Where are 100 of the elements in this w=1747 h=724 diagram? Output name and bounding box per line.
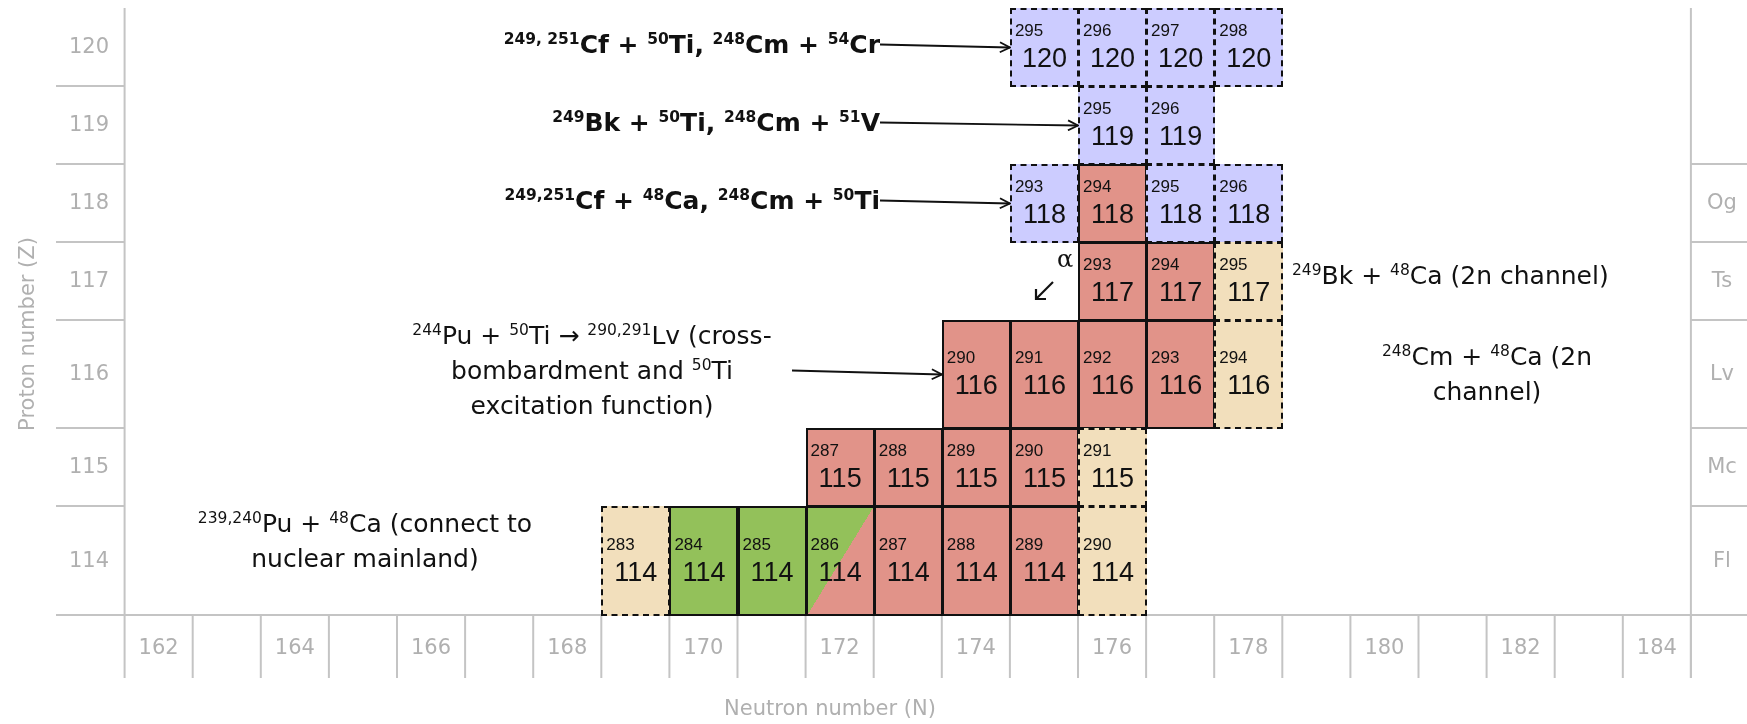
arrow xyxy=(879,197,1011,210)
mass-number: 296 xyxy=(1150,99,1180,119)
mass-number: 291 xyxy=(1082,441,1112,461)
axis-tick-label: 115 xyxy=(67,454,111,478)
reaction-note: $^{248}$Cm + $^{48}$Ca (2n channel) xyxy=(1380,340,1594,408)
element-symbol: Og xyxy=(1706,190,1738,214)
proton-number: 119 xyxy=(1091,121,1135,152)
nuclide-cell xyxy=(941,506,1011,616)
nuclide-cell xyxy=(873,428,943,507)
mass-number: 296 xyxy=(1218,177,1248,197)
nuclide-cell xyxy=(1214,320,1284,429)
axis-tick-label: 184 xyxy=(1635,635,1678,659)
nuclide-cell xyxy=(1146,164,1216,243)
proton-number: 116 xyxy=(1091,370,1135,401)
nuclide-cell xyxy=(1214,8,1284,87)
axis-tick-label: 170 xyxy=(682,635,725,659)
nuclide-cell xyxy=(1078,428,1148,507)
axis-title: Proton number (Z) xyxy=(15,236,39,433)
proton-number: 114 xyxy=(818,556,862,588)
axis-tick-label: 119 xyxy=(67,112,111,136)
nuclide-cell xyxy=(1009,428,1079,507)
axis-title: Neutron number (N) xyxy=(723,696,937,720)
reaction-label: $^{249,251}$Cf + $^{48}$Ca, $^{248}$Cm + $^{50}$Ti xyxy=(300,186,880,215)
mass-number: 295 xyxy=(1218,255,1248,275)
mass-number: 290 xyxy=(945,348,976,368)
proton-number: 120 xyxy=(1021,43,1067,74)
proton-number: 116 xyxy=(1159,370,1203,401)
reaction-note: $^{239,240}$Pu + $^{48}$Ca (connect to nuclear mainland) xyxy=(196,507,534,575)
axis-tick-label: 172 xyxy=(818,635,861,659)
proton-number: 115 xyxy=(818,463,862,494)
axis-tick-label: 174 xyxy=(954,635,997,659)
axis-tick-label: 117 xyxy=(67,268,111,292)
proton-number: 118 xyxy=(1227,199,1271,230)
mass-number: 293 xyxy=(1082,255,1112,275)
axis-tick-label: 116 xyxy=(67,361,111,385)
nuclide-cell xyxy=(1078,86,1148,165)
mass-number: 290 xyxy=(1082,534,1112,555)
axis-tick-label: 180 xyxy=(1363,635,1406,659)
proton-number: 114 xyxy=(1022,556,1066,588)
mass-number: 291 xyxy=(1013,348,1044,368)
mass-number: 288 xyxy=(945,534,976,555)
proton-number: 114 xyxy=(1091,556,1135,588)
mass-number: 285 xyxy=(741,534,771,555)
proton-number: 120 xyxy=(1158,43,1204,74)
proton-number: 118 xyxy=(1159,199,1203,230)
nuclide-cell xyxy=(1146,86,1216,165)
proton-number: 115 xyxy=(886,463,930,494)
proton-number: 114 xyxy=(954,556,998,588)
axis-tick-label: 162 xyxy=(137,635,180,659)
mass-number: 287 xyxy=(809,441,839,461)
reaction-label: $^{244}$Pu + $^{50}$Ti → $^{290,291}$Lv (cross-bombardment and $^{50}$Ti excitation function) xyxy=(392,318,792,423)
proton-number: 120 xyxy=(1226,43,1272,74)
reaction-note: $^{249}$Bk + $^{48}$Ca (2n channel) xyxy=(1292,259,1610,292)
arrow xyxy=(791,368,943,381)
mass-number: 284 xyxy=(673,534,703,555)
axis-tick-label: 120 xyxy=(67,34,111,58)
nuclide-cell xyxy=(1146,242,1216,321)
mass-number: 292 xyxy=(1082,348,1112,368)
nuclide-cell xyxy=(1009,8,1079,87)
nuclide-cell xyxy=(805,506,875,616)
mass-number: 288 xyxy=(877,441,908,461)
nuclide-cell xyxy=(1078,8,1148,87)
mass-number: 294 xyxy=(1218,348,1248,368)
axis-tick-label: 178 xyxy=(1227,635,1270,659)
nuclide-cell xyxy=(941,320,1011,429)
proton-number: 115 xyxy=(1091,463,1135,494)
proton-number: 115 xyxy=(1022,463,1066,494)
mass-number: 295 xyxy=(1013,21,1044,41)
nuclide-cell xyxy=(1078,506,1148,616)
axis-tick-label: 176 xyxy=(1091,635,1134,659)
proton-number: 116 xyxy=(1022,370,1066,401)
proton-number: 117 xyxy=(1159,277,1203,308)
nuclide-cell xyxy=(1078,320,1148,429)
proton-number: 114 xyxy=(614,556,658,588)
mass-number: 295 xyxy=(1150,177,1180,197)
proton-number: 114 xyxy=(682,556,726,588)
mass-number: 289 xyxy=(945,441,976,461)
nuclide-cell xyxy=(1214,164,1284,243)
proton-number: 118 xyxy=(1022,199,1066,230)
nuclide-cell xyxy=(1146,320,1216,429)
nuclide-cell xyxy=(873,506,943,616)
mass-number: 294 xyxy=(1082,177,1112,197)
axis-tick-label: 114 xyxy=(67,547,111,572)
axis-tick-label: 118 xyxy=(67,190,111,214)
proton-number: 117 xyxy=(1227,277,1271,308)
element-symbol: Fl xyxy=(1712,547,1732,572)
proton-number: 115 xyxy=(954,463,998,494)
axis-tick-label: 182 xyxy=(1499,635,1542,659)
reaction-label: $^{249}$Bk + $^{50}$Ti, $^{248}$Cm + $^{51}$V xyxy=(300,108,880,137)
nuclide-cell xyxy=(601,506,671,616)
nuclide-cell xyxy=(1214,242,1284,321)
nuclide-cell xyxy=(805,428,875,507)
nuclide-cell xyxy=(669,506,739,616)
element-symbol: Mc xyxy=(1706,454,1738,478)
proton-number: 116 xyxy=(1227,370,1271,401)
mass-number: 283 xyxy=(605,534,635,555)
mass-number: 294 xyxy=(1150,255,1180,275)
arrow xyxy=(879,41,1011,54)
arrow xyxy=(879,119,1079,132)
nuclide-cell xyxy=(1078,164,1148,243)
